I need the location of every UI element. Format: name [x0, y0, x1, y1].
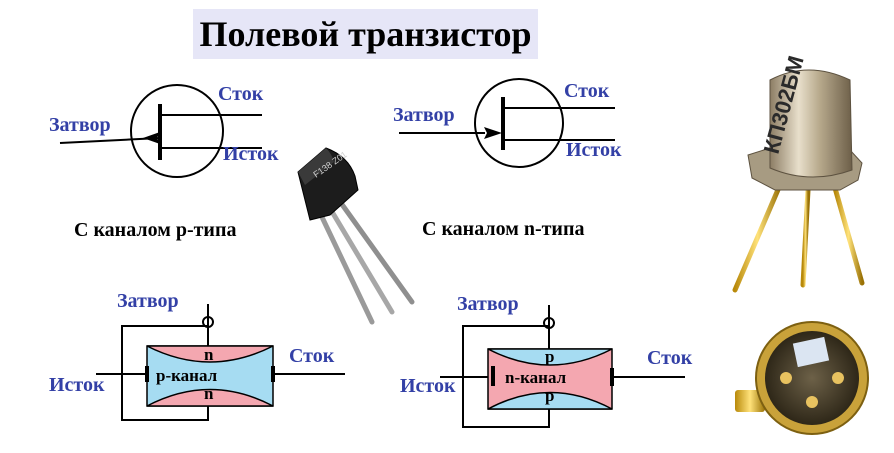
- metal-can-transistor-photo: КП302БМ: [732, 53, 865, 293]
- label-source: Исток: [400, 375, 456, 397]
- gate-arrow-inward: [484, 127, 502, 139]
- fet-symbol-n-channel: [399, 78, 615, 168]
- label-drain: Сток: [647, 347, 693, 369]
- region-bottom-p: р: [545, 386, 555, 405]
- gate-terminal: [202, 316, 214, 328]
- channel-label: n-канал: [505, 368, 567, 387]
- label-drain: Сток: [564, 80, 610, 102]
- gate-terminal: [543, 317, 555, 329]
- caption-p-channel: С каналом р-типа: [74, 219, 237, 241]
- gate-lead: [59, 137, 161, 144]
- channel-label: р-канал: [156, 366, 218, 385]
- label-gate: Затвор: [49, 114, 111, 136]
- fet-structure-p-channel: [96, 304, 345, 421]
- page-title: Полевой транзистор: [193, 9, 538, 59]
- caption-n-channel: С каналом n-типа: [422, 218, 585, 240]
- region-bottom-n: n: [204, 384, 214, 403]
- label-drain: Сток: [218, 83, 264, 105]
- region-top-n: n: [204, 345, 214, 364]
- p-region-bottom: [487, 391, 613, 410]
- n-region-top: [146, 345, 274, 363]
- label-gate: Затвор: [393, 104, 455, 126]
- fet-structure-n-channel: [440, 305, 685, 428]
- label-source: Исток: [566, 139, 622, 161]
- gate-arrow-outward: [143, 132, 160, 144]
- label-gate: Затвор: [117, 290, 179, 312]
- fet-symbol-p-channel: [59, 84, 262, 178]
- region-top-p: р: [545, 347, 555, 366]
- label-source: Исток: [223, 143, 279, 165]
- to92-transistor-photo: F138 Z01: [297, 147, 415, 325]
- label-drain: Сток: [289, 345, 335, 367]
- n-region-bottom: [146, 388, 274, 407]
- label-source: Исток: [49, 374, 105, 396]
- symbol-circle: [474, 78, 564, 168]
- symbol-circle: [130, 84, 224, 178]
- label-gate: Затвор: [457, 293, 519, 315]
- opened-can-die-photo: [735, 321, 869, 435]
- p-region-top: [487, 348, 613, 366]
